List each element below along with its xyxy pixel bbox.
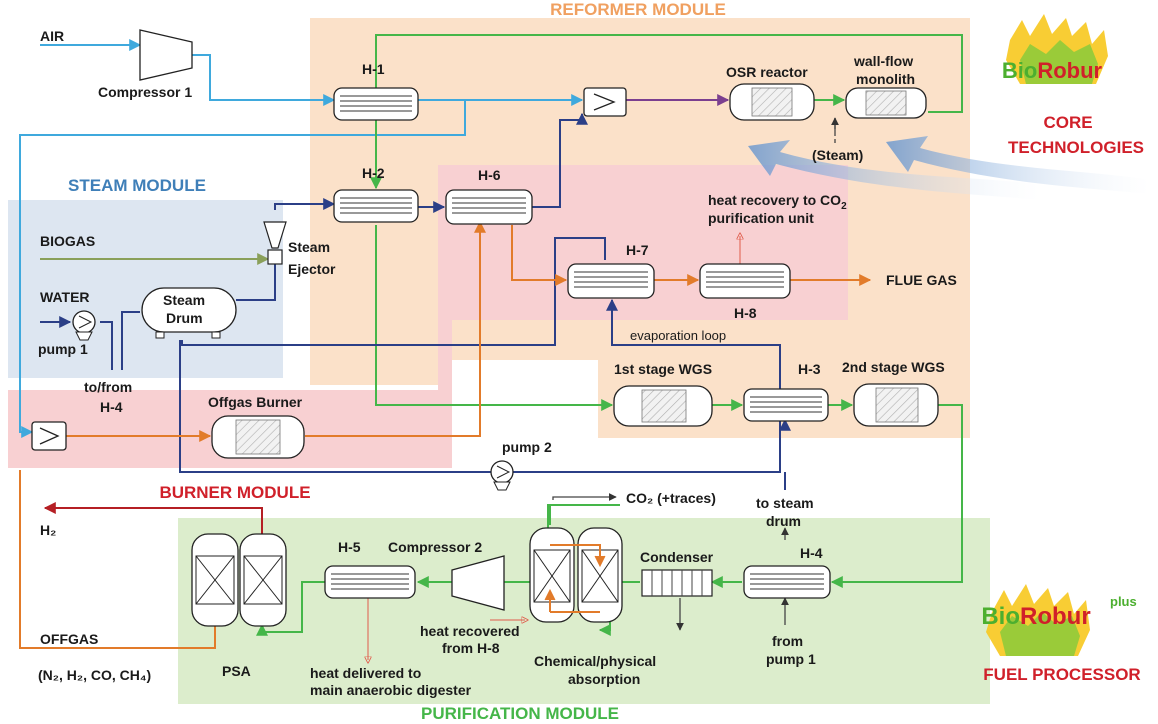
logo-top-text: BioRobur bbox=[1002, 58, 1103, 83]
h4-label: H-4 bbox=[800, 545, 823, 561]
heat-delivered-label-2: main anaerobic digester bbox=[310, 682, 472, 698]
wgs-second-stage bbox=[853, 383, 939, 427]
absorption-label-1: Chemical/physical bbox=[534, 653, 656, 669]
offgas-burner bbox=[211, 415, 305, 459]
wgs1-label: 1st stage WGS bbox=[614, 361, 712, 377]
condenser-label: Condenser bbox=[640, 549, 714, 565]
psa-unit bbox=[191, 533, 287, 627]
steam-module-bg bbox=[8, 200, 283, 378]
psa-label: PSA bbox=[222, 663, 251, 679]
wgs-first-stage bbox=[613, 385, 713, 427]
evaporation-loop-label: evaporation loop bbox=[630, 328, 726, 343]
steam-drum bbox=[141, 287, 237, 339]
heat-exchanger-h7 bbox=[567, 263, 655, 299]
heat-exchanger-h6 bbox=[445, 189, 533, 225]
steam-drum-label-2: Drum bbox=[166, 310, 203, 326]
h3-label: H-3 bbox=[798, 361, 821, 377]
stream-lines bbox=[19, 34, 963, 660]
heat-exchanger-h5 bbox=[324, 565, 416, 599]
mixer-burner-feed bbox=[31, 421, 67, 451]
logo-bottom-robur: Robur bbox=[1020, 603, 1091, 630]
reformer-module-title: REFORMER MODULE bbox=[550, 0, 726, 19]
pump-2-label: pump 2 bbox=[502, 439, 552, 455]
heat-exchanger-h4 bbox=[743, 565, 831, 599]
logo-top-robur: Robur bbox=[1037, 58, 1102, 83]
offgas-composition-label: (N₂, H₂, CO, CH₄) bbox=[38, 667, 151, 683]
wall-flow-label-1: wall-flow bbox=[853, 53, 913, 69]
heat-exchanger-h2 bbox=[333, 189, 419, 223]
osr-reactor-label: OSR reactor bbox=[726, 64, 808, 80]
absorption-columns bbox=[529, 527, 623, 623]
h2-product-label: H₂ bbox=[40, 522, 56, 538]
h5-label: H-5 bbox=[338, 539, 361, 555]
compressor-2-label: Compressor 2 bbox=[388, 539, 482, 555]
pump-2 bbox=[490, 460, 514, 491]
wall-flow-monolith bbox=[845, 87, 927, 119]
steam-ejector-label-1: Steam bbox=[288, 239, 330, 255]
h8-label: H-8 bbox=[734, 305, 757, 321]
h1-label: H-1 bbox=[362, 61, 385, 77]
compressor-1 bbox=[139, 29, 193, 81]
steam-ejector-label-2: Ejector bbox=[288, 261, 336, 277]
mixer-osr-feed bbox=[583, 87, 627, 117]
condenser bbox=[641, 569, 713, 597]
osr-reactor bbox=[729, 83, 815, 121]
logo-bottom-bio: Bio bbox=[981, 603, 1020, 630]
tofrom-label-1: to/from bbox=[84, 379, 132, 395]
logo-plus: plus bbox=[1110, 594, 1137, 609]
co2-label: CO₂ (+traces) bbox=[626, 490, 716, 506]
core-label-1: CORE bbox=[1043, 113, 1092, 132]
core-label-2: TECHNOLOGIES bbox=[1008, 138, 1144, 157]
offgas-label: OFFGAS bbox=[40, 631, 98, 647]
from-pump-label-2: pump 1 bbox=[766, 651, 816, 667]
compressor-2 bbox=[451, 555, 505, 611]
heat-recovered-label-2: from H-8 bbox=[442, 640, 500, 656]
wgs2-label: 2nd stage WGS bbox=[842, 359, 945, 375]
heat-recovered-label-1: heat recovered bbox=[420, 623, 520, 639]
labels: AIR Compressor 1 H-1 H-2 H-6 H-7 H-8 H-3… bbox=[38, 28, 957, 698]
logo-bottom: BioRobur plus bbox=[981, 584, 1137, 656]
logo-bottom-text: BioRobur bbox=[981, 603, 1090, 630]
core-technologies-arrows bbox=[748, 136, 1150, 200]
from-pump-label-1: from bbox=[772, 633, 803, 649]
steam-note-label: (Steam) bbox=[812, 147, 863, 163]
heat-recovery-label-1: heat recovery to CO2 bbox=[708, 192, 847, 212]
to-steam-label-2: drum bbox=[766, 513, 801, 529]
tofrom-label-2: H-4 bbox=[100, 399, 123, 415]
water-label: WATER bbox=[40, 289, 90, 305]
steam-ejector bbox=[263, 221, 287, 265]
air-label: AIR bbox=[40, 28, 64, 44]
biogas-label: BIOGAS bbox=[40, 233, 95, 249]
heat-exchanger-h8 bbox=[699, 263, 791, 299]
purification-module-title: PURIFICATION MODULE bbox=[421, 704, 619, 723]
steam-module-title: STEAM MODULE bbox=[68, 176, 206, 195]
to-steam-label-1: to steam bbox=[756, 495, 814, 511]
logo-top-bio: Bio bbox=[1002, 58, 1037, 83]
heat-recovery-label-2: purification unit bbox=[708, 210, 814, 226]
pump-1 bbox=[72, 310, 96, 341]
burner-module-title: BURNER MODULE bbox=[159, 483, 310, 502]
burner-module-bg-lower bbox=[8, 320, 452, 468]
h7-label: H-7 bbox=[626, 242, 649, 258]
heat-exchanger-h3 bbox=[743, 388, 829, 422]
absorption-label-2: absorption bbox=[568, 671, 640, 687]
logo-top: BioRobur bbox=[1002, 14, 1108, 84]
pump-1-label: pump 1 bbox=[38, 341, 88, 357]
steam-drum-label-1: Steam bbox=[163, 292, 205, 308]
fuel-processor-label: FUEL PROCESSOR bbox=[983, 665, 1140, 684]
h2-label: H-2 bbox=[362, 165, 385, 181]
wall-flow-label-2: monolith bbox=[856, 71, 915, 87]
heat-delivered-label-1: heat delivered to bbox=[310, 665, 421, 681]
offgas-burner-label: Offgas Burner bbox=[208, 394, 303, 410]
flue-gas-label: FLUE GAS bbox=[886, 272, 957, 288]
h6-label: H-6 bbox=[478, 167, 501, 183]
heat-exchanger-h1 bbox=[333, 87, 419, 121]
compressor-1-label: Compressor 1 bbox=[98, 84, 192, 100]
